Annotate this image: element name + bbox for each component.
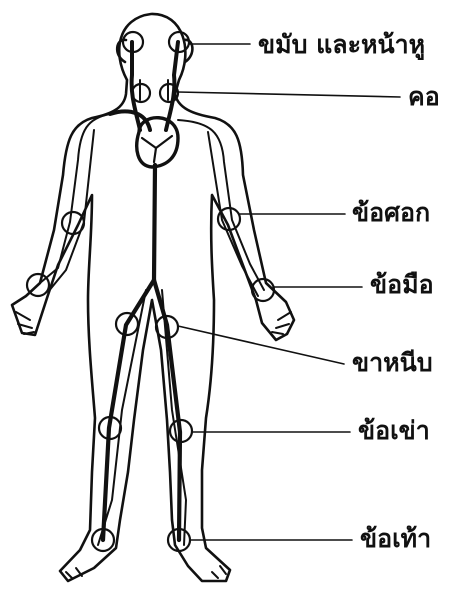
label-elbow: ข้อศอก [352,200,430,225]
label-neck: คอ [408,84,440,109]
label-groin: ขาหนีบ [352,350,433,375]
pulse-circle-elbow-left [62,212,84,234]
aorta [154,165,155,280]
label-temple-ear: ขมับ และหน้าหู [258,32,425,57]
vessel-left-arm [40,114,110,283]
label-knee: ข้อเข่า [358,418,430,443]
label-wrist: ข้อมือ [370,272,434,297]
label-ankle: ข้อเท้า [360,526,431,551]
leader-neck [178,92,400,97]
body-outline [12,14,294,581]
vessel-right-arm [178,120,264,290]
leader-groin [178,326,344,364]
right-toes [212,566,226,578]
heart [137,118,178,167]
